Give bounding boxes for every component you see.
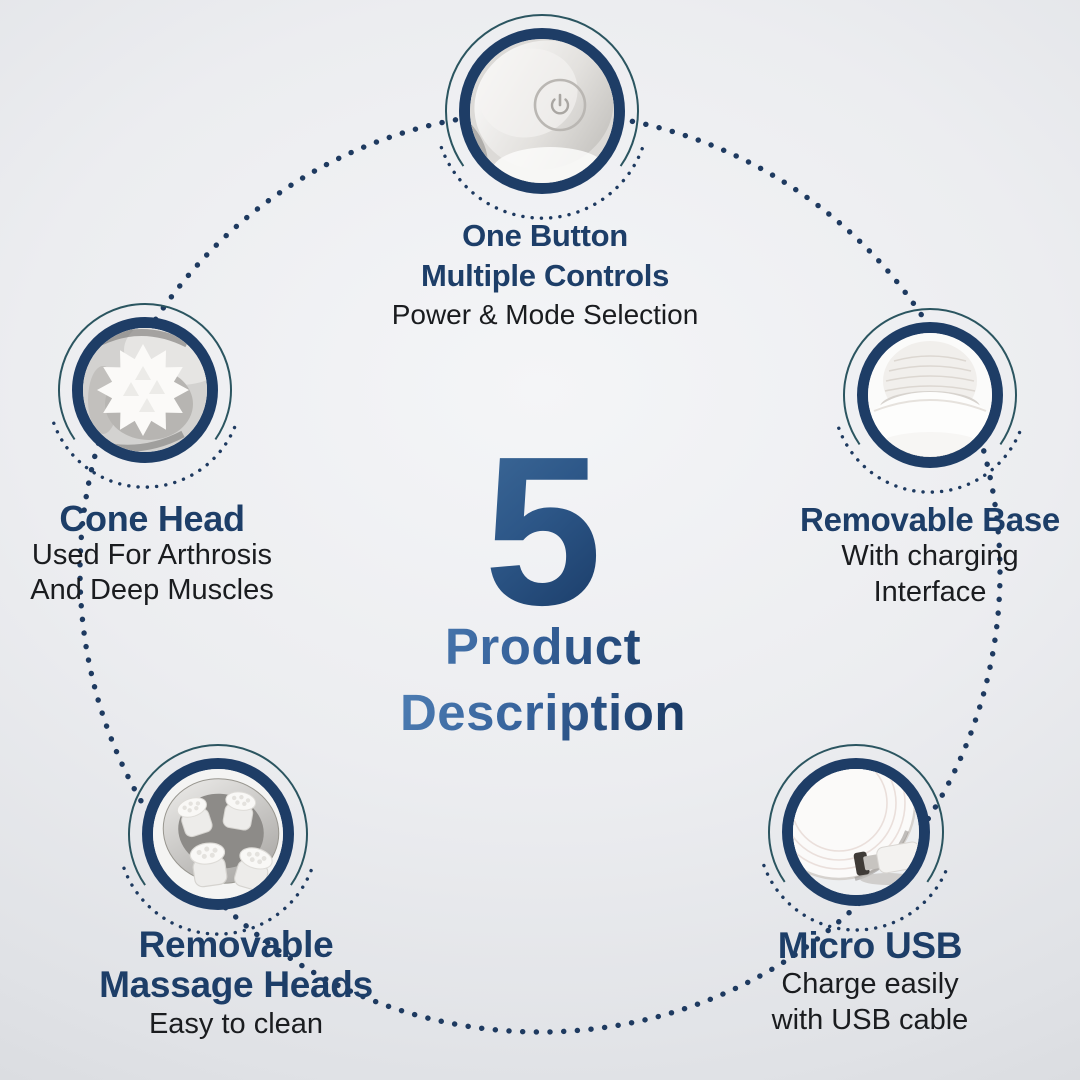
feature-title: Massage Heads xyxy=(99,964,373,1005)
feature-removable-base: Removable Base With charging Interface xyxy=(800,501,1060,610)
device-top-power-button-photo xyxy=(470,39,614,183)
feature-title: Multiple Controls xyxy=(420,258,670,293)
spiky-cone-head xyxy=(97,344,189,436)
micro-usb-charging-photo xyxy=(793,769,919,895)
cone-head-attachment-photo xyxy=(83,328,207,452)
feature-title: Removable xyxy=(138,924,334,965)
feature-subtitle: Used For Arthrosis xyxy=(31,539,273,571)
feature-cone-head: Cone Head Used For Arthrosis And Deep Mu… xyxy=(30,500,273,608)
removable-charging-base-photo xyxy=(868,333,992,457)
feature-title: Removable Base xyxy=(800,501,1060,538)
feature-subtitle: With charging xyxy=(841,540,1019,572)
page-title-line1: Product xyxy=(400,614,686,680)
thin-halo-arcs xyxy=(58,13,1017,886)
feature-subtitle: Easy to clean xyxy=(148,1008,324,1040)
feature-count: 5 xyxy=(400,425,686,637)
feature-one-button: One Button Multiple Controls Power & Mod… xyxy=(392,216,699,333)
photo-circle-cone-head xyxy=(72,317,218,463)
center-headline: 5 Product Description xyxy=(400,425,686,746)
feature-subtitle: with USB cable xyxy=(771,1004,969,1036)
feature-subtitle: Interface xyxy=(873,576,987,608)
feature-subtitle: And Deep Muscles xyxy=(30,574,274,606)
page-title-line2: Description xyxy=(400,680,686,746)
massage-head-group xyxy=(176,791,273,892)
power-icon xyxy=(533,78,587,132)
feature-micro-usb: Micro USB Charge easily with USB cable xyxy=(772,926,969,1038)
photo-circle-removable-base xyxy=(857,322,1003,468)
feature-massage-heads: Removable Massage Heads Easy to clean xyxy=(99,925,373,1043)
feature-title: One Button xyxy=(462,218,628,253)
feature-subtitle: Power & Mode Selection xyxy=(391,299,699,330)
photo-circle-micro-usb xyxy=(782,758,930,906)
feature-subtitle: Charge easily xyxy=(781,968,959,1000)
removable-massage-heads-photo xyxy=(153,769,283,899)
feature-title: Micro USB xyxy=(777,925,963,966)
photo-circle-one-button xyxy=(459,28,625,194)
feature-title: Cone Head xyxy=(59,498,245,539)
dotted-halo-arcs xyxy=(52,145,1023,936)
photo-circle-massage-heads xyxy=(142,758,294,910)
usb-plug xyxy=(853,841,919,876)
